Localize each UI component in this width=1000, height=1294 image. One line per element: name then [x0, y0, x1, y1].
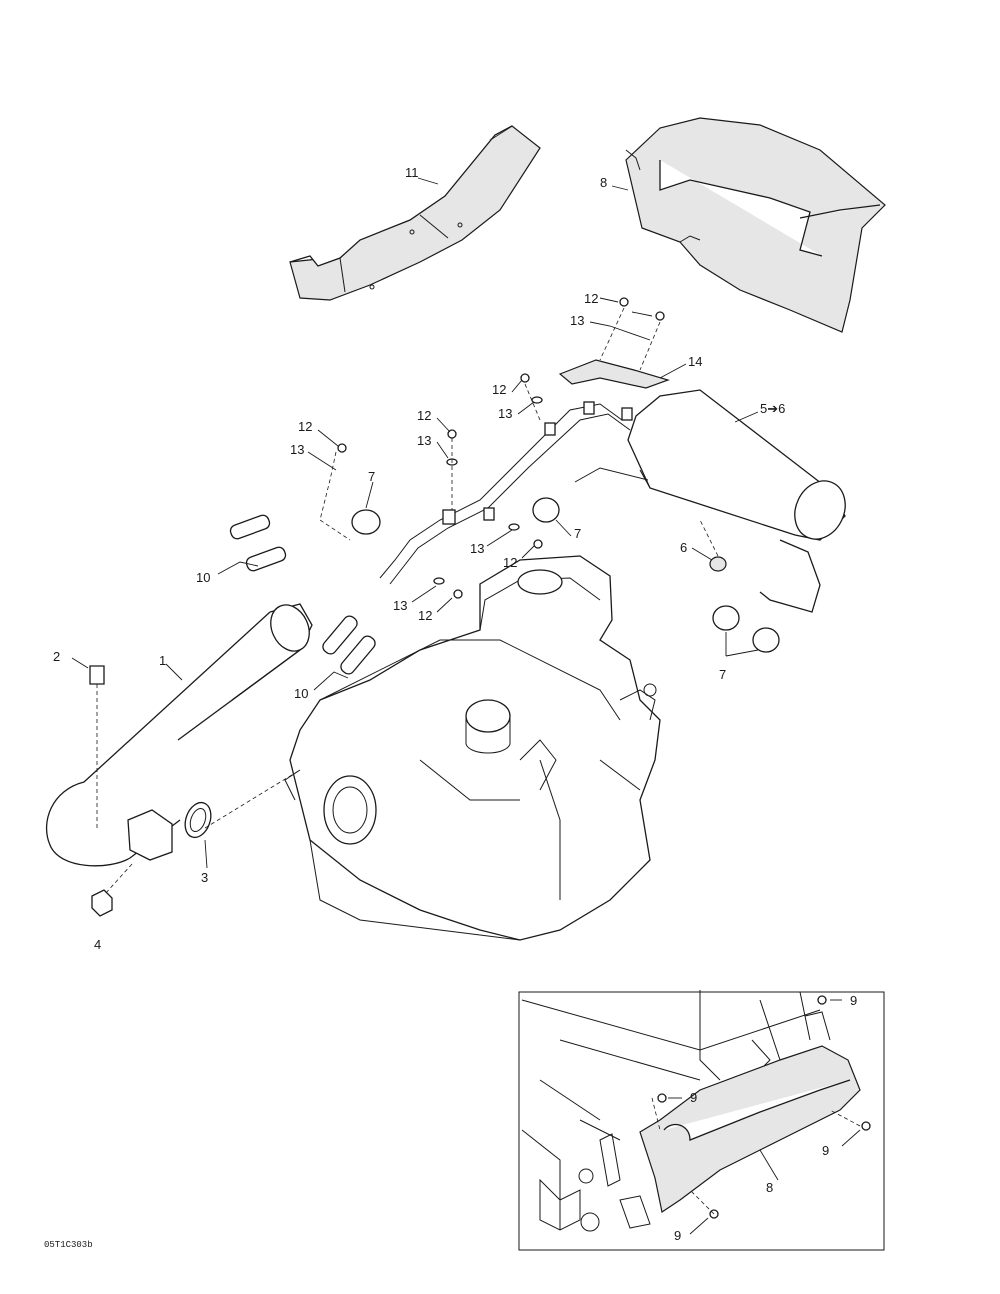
heat-shield-11	[289, 125, 541, 301]
callout-4: 4	[94, 937, 101, 952]
callout-6: 6	[680, 540, 687, 555]
callout-leaders	[71, 177, 861, 1235]
callout-1: 1	[159, 653, 166, 668]
gasket-3	[184, 801, 212, 839]
callout-8-upper: 8	[600, 175, 607, 190]
callout-7-c: 7	[719, 667, 726, 682]
callout-7-a: 7	[368, 469, 375, 484]
callout-12-e: 12	[503, 555, 517, 570]
callout-10-a: 10	[196, 570, 210, 585]
assembly-lines	[104, 307, 719, 895]
callout-13-a: 13	[570, 313, 584, 328]
callout-13-b: 13	[498, 406, 512, 421]
bolt-2	[89, 665, 105, 830]
callout-13-f: 13	[393, 598, 407, 613]
fasteners-12-13	[337, 297, 665, 599]
callout-12-c: 12	[417, 408, 431, 423]
engine-block	[284, 555, 661, 941]
callout-12-d: 12	[298, 419, 312, 434]
callout-5-6: 5➔6	[760, 401, 785, 416]
callout-11: 11	[405, 165, 419, 180]
exhaust-pipe-1	[45, 603, 313, 867]
bracket-14	[558, 359, 670, 389]
inset-detail	[518, 990, 885, 1251]
callout-13-c: 13	[417, 433, 431, 448]
callout-8-inset: 8	[766, 1180, 773, 1195]
heat-shield-8	[625, 117, 886, 333]
nut-4	[91, 889, 113, 917]
muffler-5	[379, 389, 846, 613]
grommets-7	[351, 497, 780, 653]
callout-9-b: 9	[690, 1090, 697, 1105]
drawing-code: 05T1C303b	[44, 1240, 93, 1250]
callout-12-b: 12	[492, 382, 506, 397]
callout-labels: 11 8 12 13 14 12 13 12 13 12 13 5➔6 7 7 …	[44, 165, 857, 1250]
callout-13-d: 13	[290, 442, 304, 457]
callout-13-e: 13	[470, 541, 484, 556]
callout-9-d: 9	[674, 1228, 681, 1243]
callout-3: 3	[201, 870, 208, 885]
callout-2: 2	[53, 649, 60, 664]
callout-12-a: 12	[584, 291, 598, 306]
callout-7-b: 7	[574, 526, 581, 541]
cap-6	[709, 556, 727, 572]
callout-10-b: 10	[294, 686, 308, 701]
callout-9-c: 9	[822, 1143, 829, 1158]
springs-10	[229, 514, 376, 675]
callout-14: 14	[688, 354, 702, 369]
callout-9-a: 9	[850, 993, 857, 1008]
callout-12-f: 12	[418, 608, 432, 623]
